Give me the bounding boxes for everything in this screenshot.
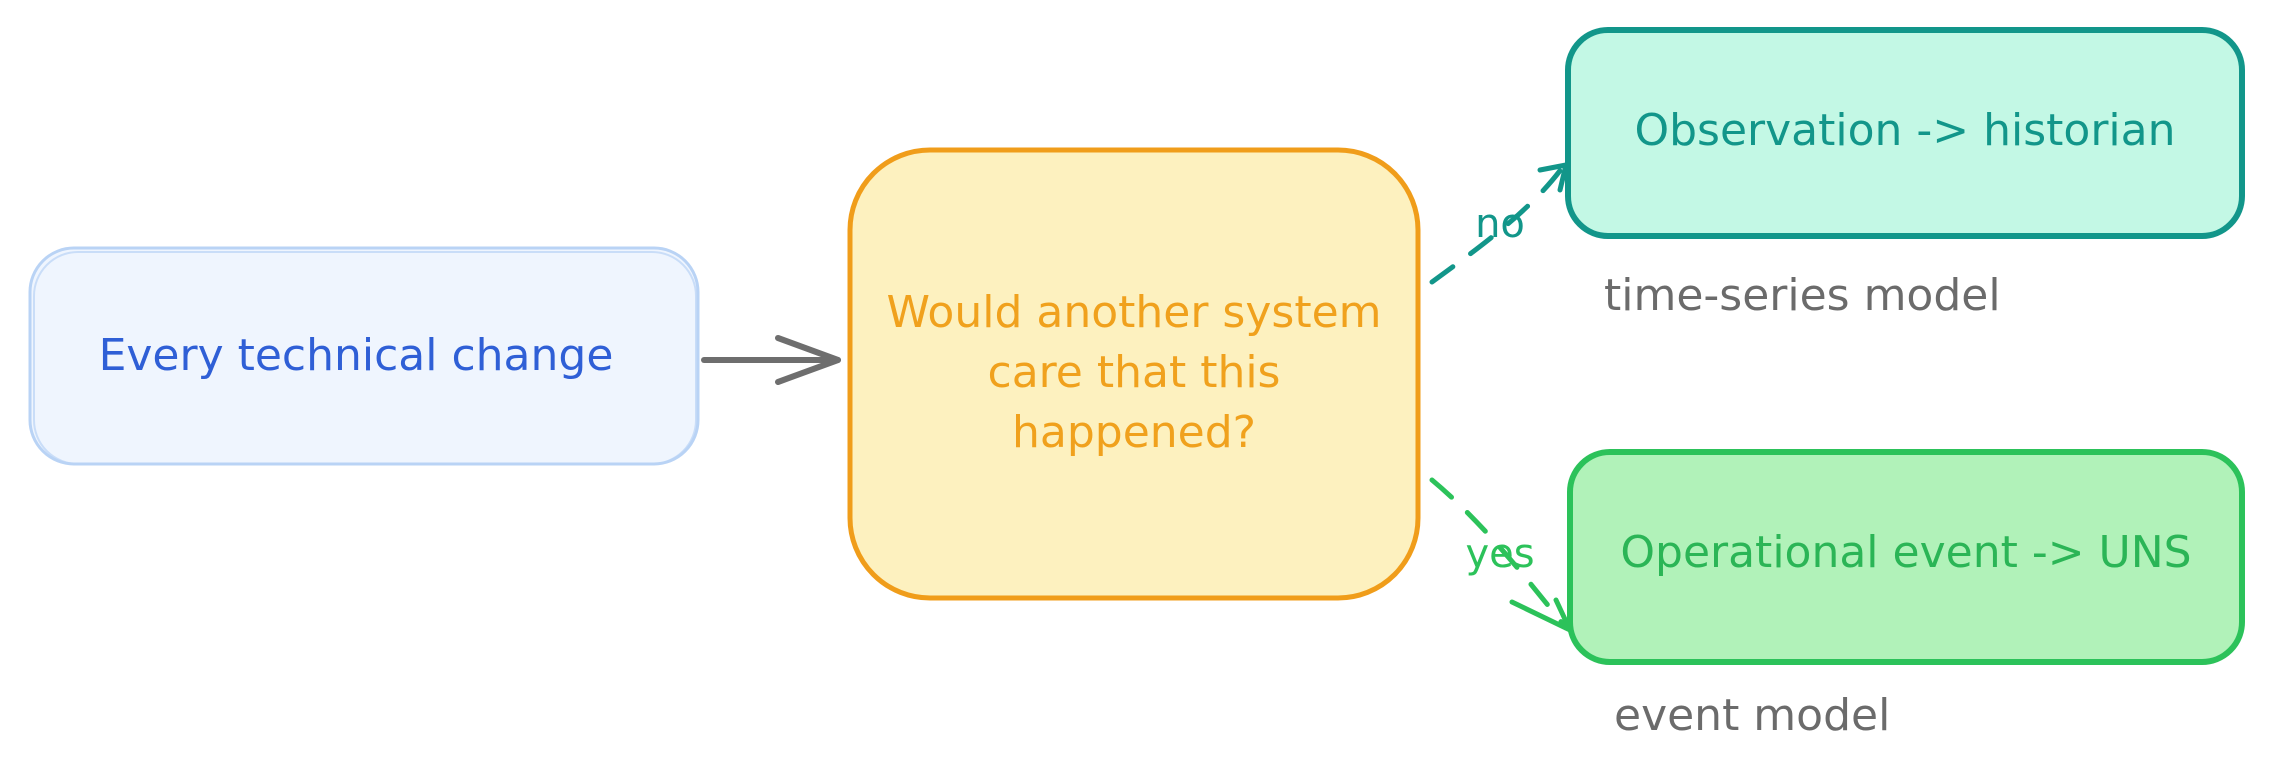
observation-node-label: Observation -> historian xyxy=(1634,105,2175,156)
start-node-label: Every technical change xyxy=(99,330,614,381)
event-node-label: Operational event -> UNS xyxy=(1620,527,2191,578)
event-node: Operational event -> UNS xyxy=(1567,449,2245,665)
edge-yes-line xyxy=(1429,477,1569,631)
edge-yes-arrowhead xyxy=(1509,597,1573,633)
edge-start-to-decision xyxy=(701,335,841,385)
edge-no: no xyxy=(1429,162,1569,285)
start-node: Every technical change xyxy=(28,246,700,466)
decision-line-3: happened? xyxy=(1012,407,1256,458)
edge-no-line xyxy=(1429,165,1565,285)
observation-note: time-series model xyxy=(1604,270,2001,321)
edge-yes: yes xyxy=(1429,477,1573,633)
event-node-box xyxy=(1567,449,2245,665)
edge-no-label: no xyxy=(1475,201,1525,247)
edge-yes-label: yes xyxy=(1465,531,1534,577)
decision-node-box xyxy=(847,147,1421,601)
decision-line-2: care that this xyxy=(988,347,1281,398)
event-note: event model xyxy=(1614,690,1890,741)
observation-node: Observation -> historian xyxy=(1565,27,2245,239)
edge-start-to-decision-arrowhead xyxy=(775,335,841,385)
decision-line-1: Would another system xyxy=(887,287,1382,338)
observation-node-box xyxy=(1565,27,2245,239)
start-node-box-sketch xyxy=(33,251,697,465)
decision-node: Would another system care that this happ… xyxy=(847,147,1421,601)
